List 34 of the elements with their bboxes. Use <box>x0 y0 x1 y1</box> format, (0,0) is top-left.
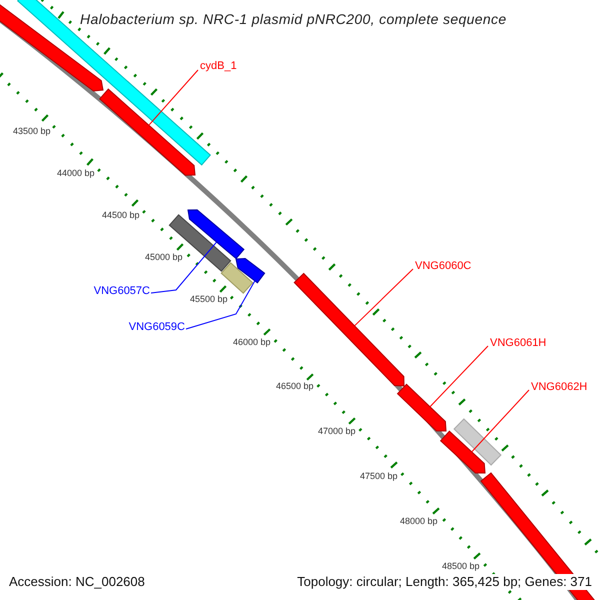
leader-line <box>148 70 198 126</box>
gene-feature <box>99 88 196 176</box>
gene-label: VNG6062H <box>531 381 588 394</box>
gene-feature <box>396 384 447 432</box>
leader-line <box>186 280 256 330</box>
footer-text: Topology: circular; Length: 365,425 bp; Genes: 371 <box>297 574 592 590</box>
footer-text: Accession: NC_002608 <box>9 574 145 590</box>
gene-label: VNG6061H <box>490 337 546 350</box>
tick-label: 44000 bp <box>57 168 95 179</box>
leader-line <box>150 242 218 294</box>
tick-label: 44500 bp <box>102 210 140 221</box>
tick-label: 47500 bp <box>360 471 398 482</box>
gene-feature <box>235 258 266 284</box>
leader-line <box>354 268 414 326</box>
gene-bar <box>453 418 502 466</box>
gene-feature <box>187 209 245 260</box>
gene-label: VNG6059C <box>128 321 185 334</box>
gene-label: VNG6057C <box>94 285 150 298</box>
leader-line <box>430 346 488 408</box>
gene-label: VNG6060C <box>415 260 472 273</box>
gene-label: cydB_1 <box>200 60 237 73</box>
gene-bar <box>168 214 232 272</box>
gene-feature <box>440 430 486 474</box>
tick-label: 46000 bp <box>233 337 271 348</box>
tick-label: 46500 bp <box>276 381 314 392</box>
map-title: Halobacterium sp. NRC-1 plasmid pNRC200, complete sequence <box>80 10 506 29</box>
tick-label: 48000 bp <box>400 516 438 527</box>
tick-label: 45500 bp <box>190 294 228 305</box>
tick-label: 47000 bp <box>318 426 356 437</box>
gene-bar <box>220 262 254 294</box>
tick-label: 48500 bp <box>442 561 480 572</box>
leader-line <box>471 390 530 452</box>
tick-label: 43500 bp <box>13 126 51 137</box>
tick-label: 45000 bp <box>145 252 183 263</box>
